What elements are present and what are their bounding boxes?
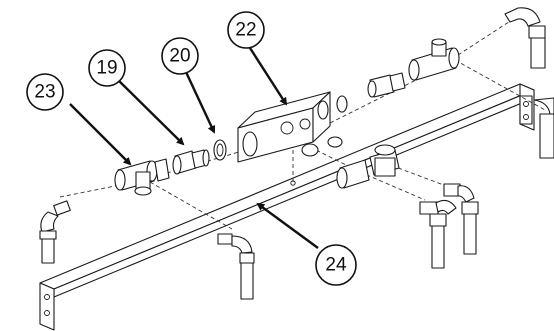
elbow-hose-top-right <box>504 7 546 69</box>
elbow-hose-bottom-right <box>443 183 479 255</box>
elbow-hose-right-edge <box>533 97 554 159</box>
elbow-hose-left-upper <box>39 200 71 264</box>
elbow-hose-left-lower <box>217 233 255 300</box>
o-ring-20 <box>213 139 227 161</box>
o-rings-block <box>301 95 348 157</box>
adapter-fitting-19 <box>172 149 210 175</box>
callout-20-label: 20 <box>169 46 190 67</box>
callout-24: 24 <box>315 244 357 286</box>
adapter-fitting-right <box>367 72 406 98</box>
callout-19-label: 19 <box>96 58 117 79</box>
leader-lines <box>69 47 319 249</box>
callout-23-label: 23 <box>34 82 55 103</box>
tee-fitting-left <box>114 158 170 196</box>
tee-fitting-lower-right <box>336 144 400 189</box>
valve-block-22 <box>237 91 331 163</box>
callout-23: 23 <box>26 73 64 111</box>
tee-fitting-right <box>408 38 460 81</box>
callout-24-label: 24 <box>325 255 347 276</box>
callout-22-label: 22 <box>235 20 256 41</box>
mounting-bracket <box>39 83 535 331</box>
elbow-hose-bottom-mid <box>419 199 457 269</box>
callout-22: 22 <box>227 11 265 49</box>
callout-19: 19 <box>88 49 126 87</box>
callout-20: 20 <box>161 37 199 75</box>
